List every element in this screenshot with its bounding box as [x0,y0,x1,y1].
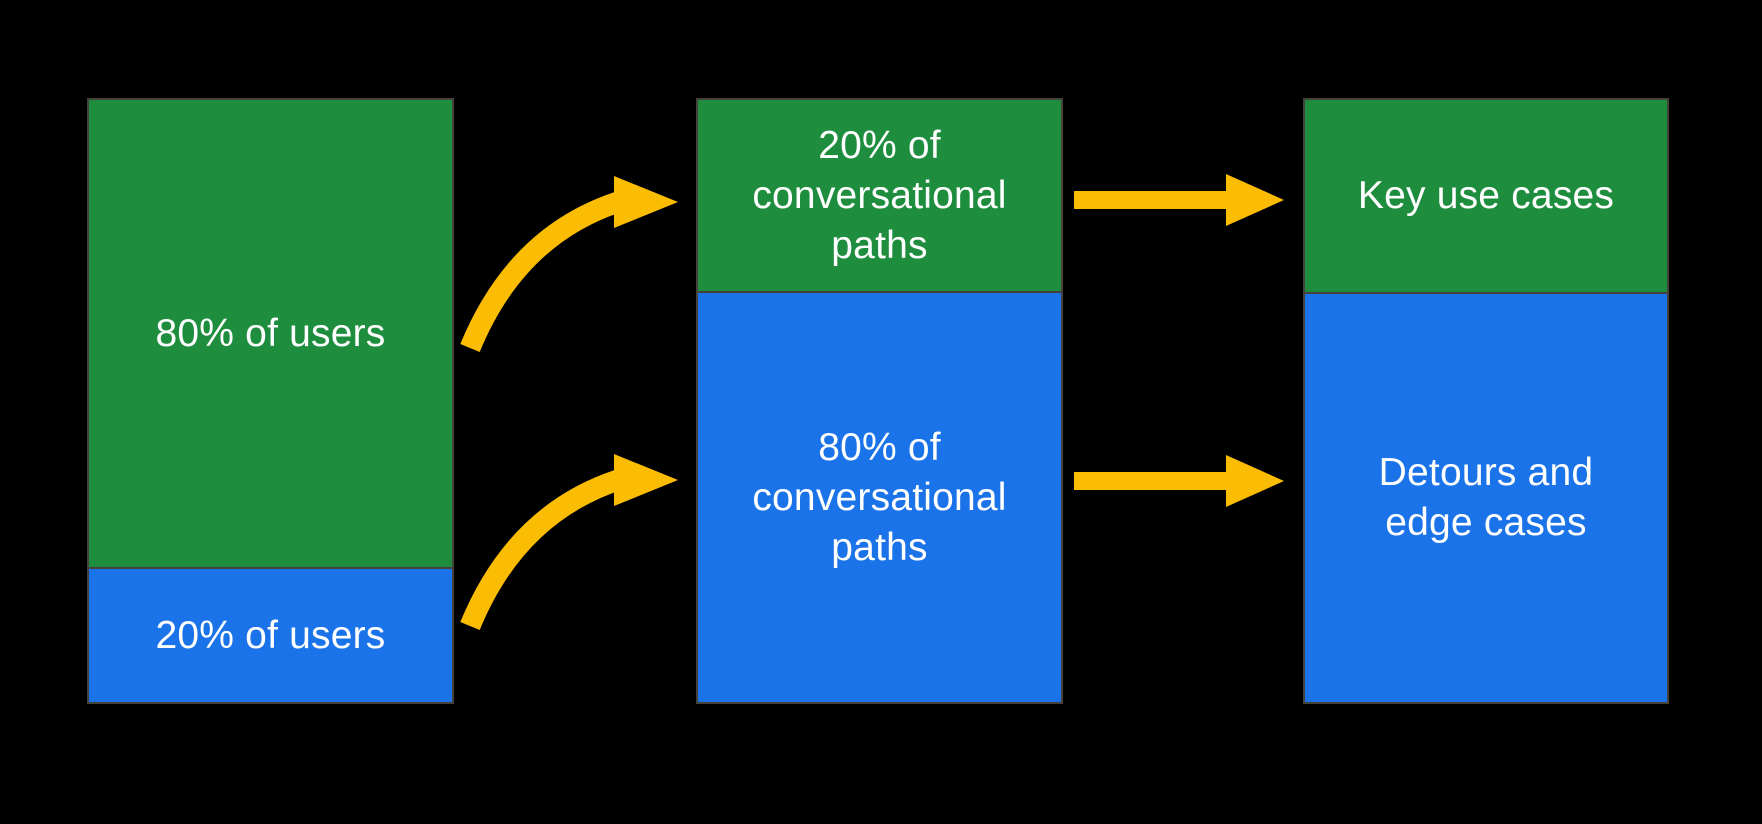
key-use-cases-segment: Key use cases [1305,100,1667,292]
users-majority-segment: 80% of users [89,100,452,567]
detours-edge-cases-segment: Detours and edge cases [1305,292,1667,702]
paths-minority-label: 20% of conversational paths [752,123,1007,267]
key-use-cases-label: Key use cases [1357,174,1615,217]
users-majority-label: 80% of users [155,311,386,355]
detours-edge-cases-label: Detours and edge cases [1378,451,1594,544]
paths-majority-label: 80% of conversational paths [752,425,1007,569]
paths-minority-segment: 20% of conversational paths [698,100,1061,291]
outcomes-bar: Key use cases Detours and edge cases [1303,98,1669,704]
users-bar: 80% of users 20% of users [87,98,454,704]
users-minority-segment: 20% of users [89,567,452,702]
users-minority-label: 20% of users [155,613,386,657]
paths-majority-segment: 80% of conversational paths [698,291,1061,702]
straight-arrow-top-icon [1074,174,1284,226]
curved-arrow-top-icon [460,176,678,352]
curved-arrow-bottom-icon [460,454,678,630]
conversational-paths-bar: 20% of conversational paths 80% of conve… [696,98,1063,704]
straight-arrow-bottom-icon [1074,455,1284,507]
